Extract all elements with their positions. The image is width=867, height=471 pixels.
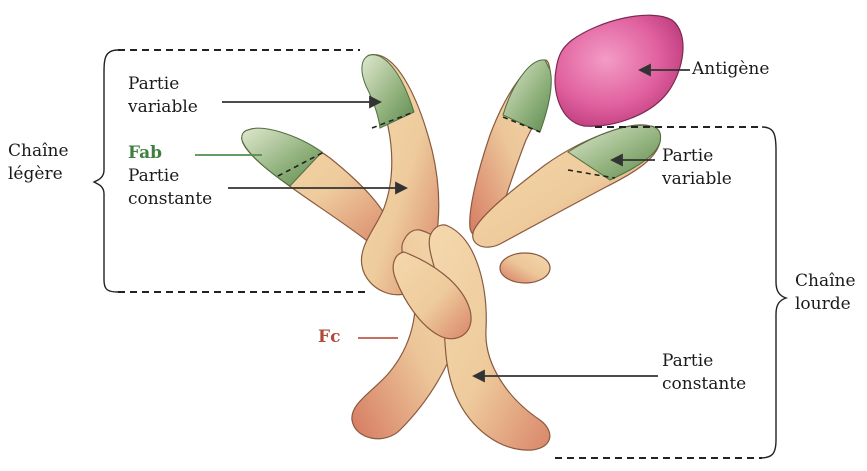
label-chaine-lourde-line2: lourde [795,293,856,316]
label-fab: Fab [128,142,162,165]
label-partie-variable-right-line1: Partie [662,145,732,168]
label-chaine-lourde-line1: Chaîne [795,270,856,293]
right-hinge-blob [500,253,550,283]
label-chaine-legere: Chaîne légère [8,140,69,186]
left-bracket [94,50,118,292]
label-partie-constante-left-line1: Partie [128,165,212,188]
label-partie-constante-left-line2: constante [128,188,212,211]
right-bracket [760,127,786,458]
label-partie-variable-left: Partie variable [128,73,198,119]
label-fc: Fc [318,326,340,349]
label-partie-variable-left-line1: Partie [128,73,198,96]
label-partie-constante-right: Partie constante [662,350,746,396]
label-partie-variable-right: Partie variable [662,145,732,191]
label-partie-variable-left-line2: variable [128,96,198,119]
label-partie-constante-right-line1: Partie [662,350,746,373]
label-partie-variable-right-line2: variable [662,168,732,191]
label-chaine-lourde: Chaîne lourde [795,270,856,316]
label-partie-constante-right-line2: constante [662,373,746,396]
label-antigene: Antigène [692,58,769,81]
label-chaine-legere-line2: légère [8,163,69,186]
label-chaine-legere-line1: Chaîne [8,140,69,163]
label-partie-constante-left: Partie constante [128,165,212,211]
